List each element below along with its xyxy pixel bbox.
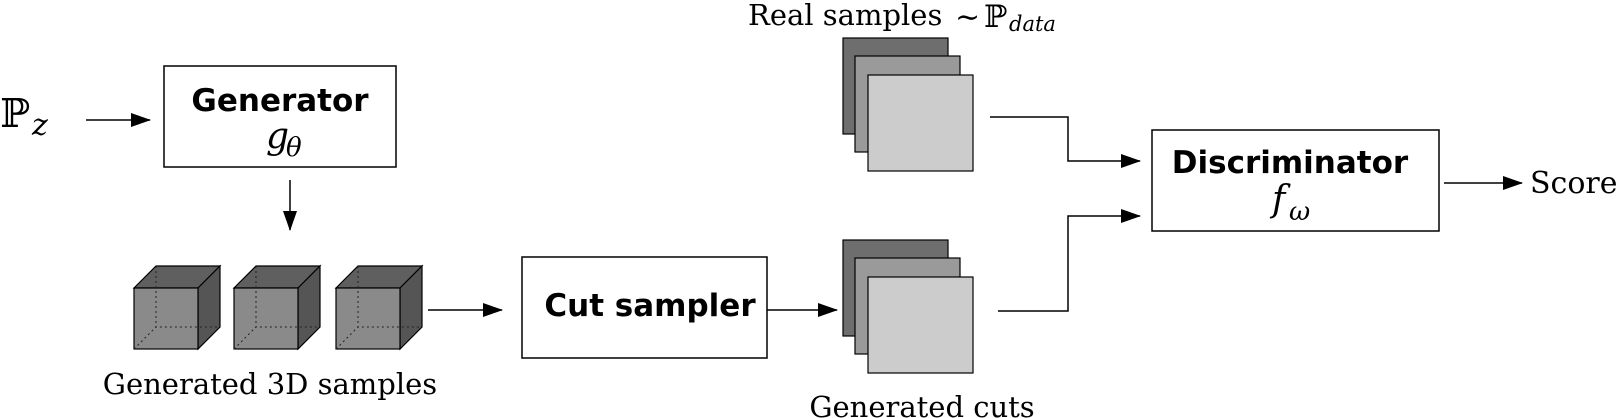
discriminator-subscript: ω	[1289, 197, 1310, 227]
discriminator-box: Discriminator f ω	[1151, 129, 1440, 232]
generated-3d-samples	[132, 264, 424, 351]
cube-front-face	[233, 287, 299, 350]
cube-3	[334, 264, 424, 351]
real-samples-label: Real samples ∼ ℙ data	[748, 0, 1056, 36]
generated-cuts-label: Generated cuts	[809, 390, 1034, 418]
cube-2	[232, 264, 322, 351]
cut-sampler-frame	[521, 256, 768, 359]
discriminator-frame	[1151, 129, 1440, 232]
discriminator-title: Discriminator	[1172, 145, 1409, 181]
generator-title: Generator	[191, 83, 369, 119]
score-label: Score	[1530, 166, 1618, 201]
generator-box: Generator g θ	[163, 65, 397, 168]
cube-front-face	[133, 287, 199, 350]
input-subscript: z	[31, 108, 48, 143]
cube-front-face	[335, 287, 401, 350]
real-samples-text: Real samples	[748, 0, 942, 32]
cut-sampler-title: Cut sampler	[544, 288, 756, 324]
generator-symbol: g	[266, 116, 289, 157]
input-symbol: ℙ	[0, 91, 30, 137]
sheet-front	[867, 74, 974, 172]
sheet-front	[867, 276, 974, 374]
input-distribution-label: ℙ z	[0, 91, 48, 143]
real-samples-subscript: data	[1009, 12, 1056, 36]
generated-3d-samples-label: Generated 3D samples	[103, 367, 437, 401]
cube-1	[132, 264, 222, 351]
generated-cuts-stack	[842, 239, 974, 374]
real-samples-symbol: ℙ	[984, 0, 1007, 35]
generator-subscript: θ	[286, 133, 302, 163]
generator-frame	[163, 65, 397, 168]
arrow-real-to-discriminator	[990, 116, 1141, 168]
real-samples-tilde: ∼	[955, 0, 980, 35]
cut-sampler-box: Cut sampler	[521, 256, 768, 359]
arrow-cuts-to-discriminator	[998, 209, 1141, 312]
real-samples-stack	[842, 37, 974, 172]
